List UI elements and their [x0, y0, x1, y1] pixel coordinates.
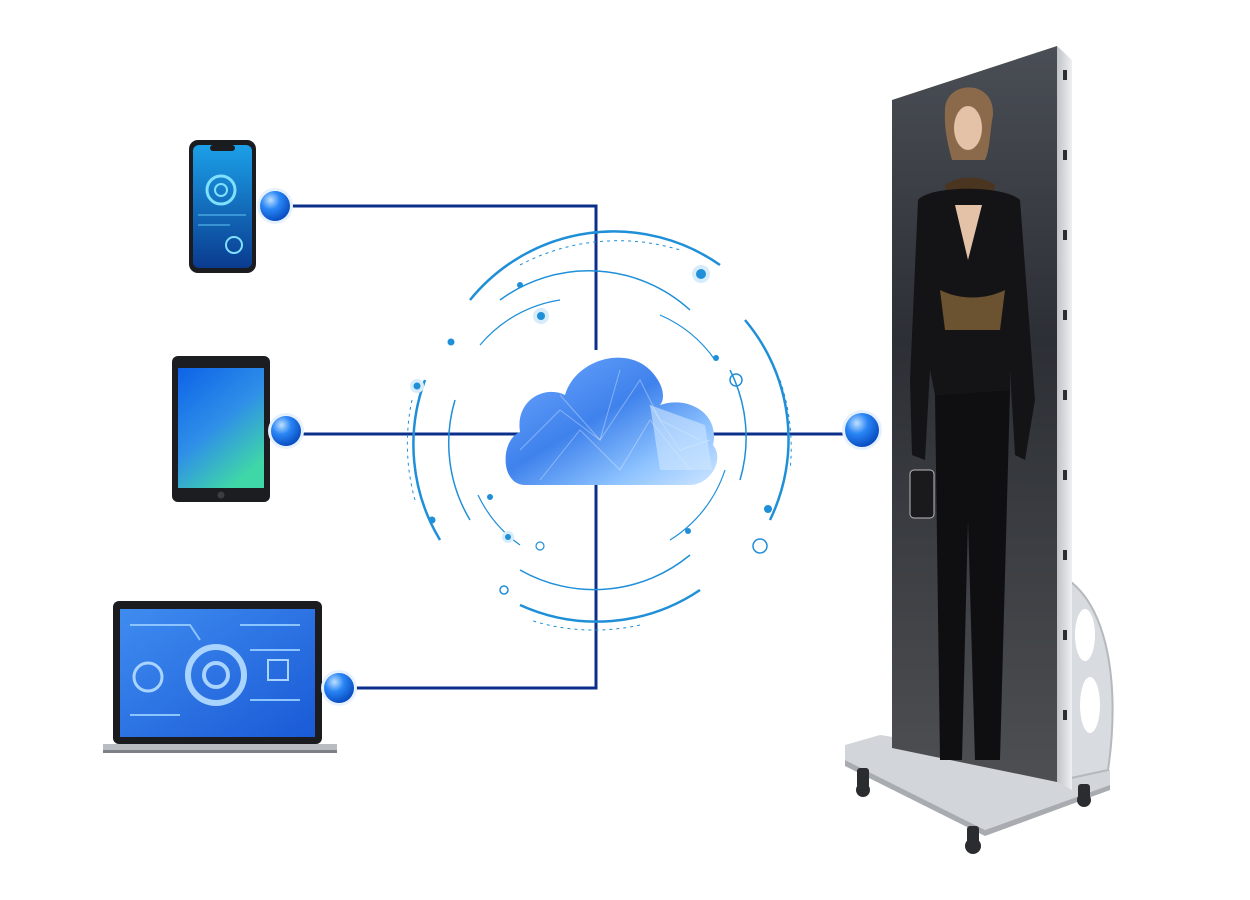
- display-node-dot: [845, 413, 879, 447]
- tablet-node-dot: [271, 416, 301, 446]
- tablet-icon: [172, 356, 270, 502]
- smartphone-icon: [189, 140, 256, 273]
- ring-arc: [520, 555, 690, 590]
- ring-arc: [480, 300, 560, 345]
- ring-arc: [413, 380, 440, 540]
- phone-connector-line: [275, 206, 596, 350]
- phone-node-dot: [260, 191, 290, 221]
- ring-arc: [660, 315, 715, 360]
- led-poster-display-icon: [845, 46, 1113, 854]
- cloud-icon: [506, 358, 718, 485]
- ring-arc: [730, 370, 746, 480]
- laptop-icon: [103, 601, 337, 753]
- laptop-node-dot: [324, 673, 354, 703]
- ring-arc: [745, 320, 789, 520]
- ring-arc: [449, 400, 470, 520]
- laptop-connector-line: [340, 480, 596, 688]
- ring-arc: [520, 590, 700, 622]
